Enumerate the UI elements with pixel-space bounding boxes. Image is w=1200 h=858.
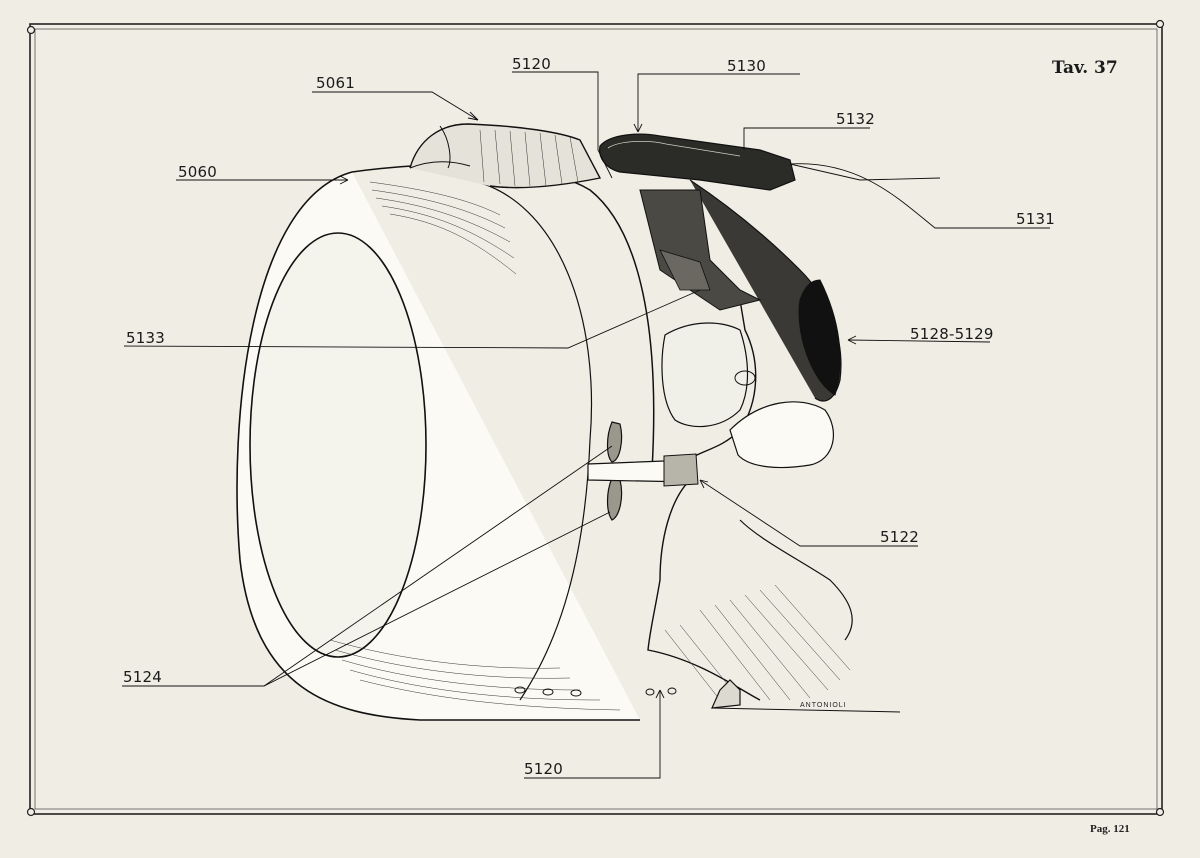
callout-5122: 5122	[880, 528, 919, 546]
callout-5128-5129: 5128-5129	[910, 325, 994, 343]
callout-5061: 5061	[316, 74, 355, 92]
callout-5132: 5132	[836, 110, 875, 128]
plate-title: Tav. 37	[1052, 58, 1118, 78]
page-number: Pag. 121	[1090, 823, 1130, 835]
callout-5130: 5130	[727, 57, 766, 75]
intake-duct-assembly	[599, 133, 842, 402]
callout-5060: 5060	[178, 163, 217, 181]
artist-signature: ANTONIOLI	[800, 702, 847, 709]
callout-5120-top: 5120	[512, 55, 551, 73]
callout-leader-lines	[122, 71, 1050, 779]
engine-cowling-ring	[236, 163, 677, 721]
plate-border	[26, 19, 1165, 817]
callout-5120-bottom: 5120	[524, 760, 563, 778]
mounting-bracket	[587, 421, 699, 521]
callout-5133: 5133	[126, 329, 165, 347]
callout-5124: 5124	[123, 668, 162, 686]
callout-5131: 5131	[1016, 210, 1055, 228]
top-air-scoop	[409, 123, 602, 189]
